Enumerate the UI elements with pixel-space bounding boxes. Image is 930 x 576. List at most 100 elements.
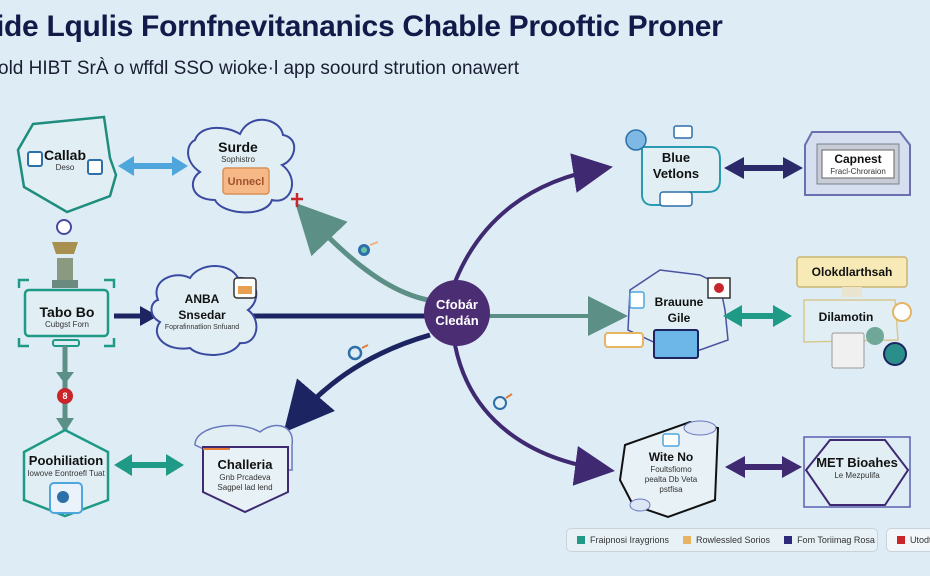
node-capnest-label: Capnest Fracl-Chroraion [830, 151, 886, 177]
node-title: MET Bioahes [816, 455, 898, 470]
node-olokd[interactable] [796, 256, 908, 297]
device-icon [659, 191, 693, 207]
node-subtitle-2: pealta Db Veta [644, 475, 698, 484]
document-icon [629, 291, 645, 309]
node-subtitle: Le Mezpulifa [834, 471, 880, 480]
node-challeria[interactable] [194, 424, 293, 514]
badge-box [222, 167, 270, 195]
bag-icon [831, 332, 865, 369]
page-title: ide Lqulis Fornfnevitananics Chable Proo… [0, 10, 723, 43]
settings-gear-icon [347, 344, 369, 361]
node-title: Brauune [654, 295, 704, 309]
node-subtitle: Deso [55, 163, 75, 172]
tool-icon [662, 433, 680, 447]
step-badge: 8 [62, 391, 68, 401]
legend-item: Fom Toriimag Rosa [784, 535, 875, 545]
node-subtitle: Fracl-Chroraion [830, 167, 886, 176]
bidirectional-arrow-wite-met [725, 456, 802, 478]
node-anba-label: ANBA Snsedar Foprafinnatlion Snfuand [165, 291, 239, 333]
node-title: Olokdlarthsah [811, 265, 893, 279]
robot-icon [493, 393, 513, 410]
node-title: Tabo Bo [39, 304, 95, 320]
node-subtitle: Foultsfiomo [650, 465, 692, 474]
clock-icon [892, 302, 912, 322]
message-icon [673, 125, 693, 139]
legend-item: Utodtb [897, 535, 930, 545]
connector-hub-to-blue [453, 153, 613, 283]
node-wite[interactable] [618, 420, 720, 519]
node-title: Dilamotin [818, 310, 874, 324]
node-dilamotin-label: Dilamotin [819, 309, 874, 325]
legend-swatch-teal [577, 536, 585, 544]
step-badge-bg [57, 388, 73, 404]
node-surde-label: Surde Sophistro [218, 139, 258, 165]
node-brauune-label: Brauune Gile [655, 294, 704, 326]
node-title-line2: Snsedar [178, 308, 226, 322]
laptop-icon [653, 329, 699, 359]
node-subtitle: Cubgst Forn [44, 320, 90, 329]
node-olokd-label: Olokdlarthsah [812, 264, 893, 280]
node-tabo-label: Tabo Bo Cubgst Forn [40, 304, 95, 330]
legend-label: Fom Toriimag Rosa [797, 535, 875, 545]
trophy-icon [52, 219, 78, 288]
node-brauune[interactable] [604, 269, 731, 359]
node-title: Challeria [217, 457, 273, 472]
arrow-tabo-to-poohiliation [56, 346, 74, 432]
node-surde[interactable] [187, 118, 296, 214]
arrow-tabo-to-anba [114, 306, 158, 326]
eye-icon [883, 342, 907, 366]
connector-hub-to-challeria [283, 332, 431, 433]
node-subtitle: Iowove Eontroefl Tuat [27, 469, 105, 478]
brain-cloud-icon [625, 129, 647, 151]
legend-label: Fraipnosi Iraygrions [590, 535, 670, 545]
bidirectional-arrow-callab-surde [118, 156, 188, 176]
connector-hub-to-surde [295, 202, 429, 303]
connector-hub-to-wite [453, 344, 615, 486]
legend-item: Rowlessled Sorios [683, 535, 770, 545]
node-title: Wite No [648, 450, 694, 464]
node-title: Callab [43, 147, 87, 163]
card-icon [604, 332, 644, 348]
node-callab[interactable] [16, 115, 118, 214]
node-anba[interactable] [150, 265, 258, 356]
legend-swatch-navy [784, 536, 793, 544]
legend-extra: Utodtb [886, 528, 930, 552]
hub-node[interactable] [424, 280, 490, 346]
node-capnest[interactable] [804, 131, 911, 196]
hub-label-line2: Cledán [435, 313, 479, 328]
hub-label: Cfobár Cledán [435, 297, 478, 329]
legend-label: Utodtb [910, 535, 930, 545]
page-subtitle: old HIBT SrÀ o wffdl SSO wioke·l app soo… [0, 58, 519, 79]
node-title: Capnest [834, 152, 882, 166]
node-title: Surde [218, 139, 258, 155]
node-blue-label: Blue Vetlons [653, 150, 699, 182]
node-met[interactable] [803, 436, 911, 508]
node-title-line2: Vetlons [652, 166, 700, 181]
legend-swatch-red [897, 536, 905, 544]
legend-item: Fraipnosi Iraygrions [577, 535, 669, 545]
node-poohiliation[interactable] [22, 428, 110, 518]
hub-label-line1: Cfobár [436, 297, 478, 312]
node-subtitle-2: Sagpel lad lend [217, 483, 273, 492]
node-title-line2: Gile [667, 311, 691, 325]
node-blue[interactable] [625, 125, 721, 207]
legend: Fraipnosi Iraygrions Rowlessled Sorios F… [566, 528, 878, 552]
surde-badge-label: Unnecl [227, 176, 265, 188]
plus-medical-icon [291, 193, 303, 207]
globe-icon [358, 241, 379, 256]
node-dilamotin[interactable] [803, 299, 912, 369]
node-poohiliation-label: Poohiliation Iowove Eontroefl Tuat [27, 453, 104, 479]
node-subtitle: Sophistro [221, 155, 255, 164]
bidirectional-arrow-poohiliation-challeria [114, 454, 184, 476]
legend-label: Rowlessled Sorios [696, 535, 771, 545]
node-callab-label: Callab Deso [44, 147, 86, 173]
legend-swatch-orange [683, 536, 692, 544]
node-met-label: MET Bioahes Le Mezpulifa [816, 455, 898, 481]
node-title: Poohiliation [28, 453, 104, 468]
node-title: ANBA [184, 292, 220, 306]
node-subtitle: Gnb Prcadeva [219, 473, 271, 482]
bidirectional-arrow-brauune-dilamotin [723, 305, 792, 327]
plant-icon [866, 327, 884, 345]
node-challeria-label: Challeria Gnb Prcadeva Sagpel lad lend [217, 457, 272, 493]
